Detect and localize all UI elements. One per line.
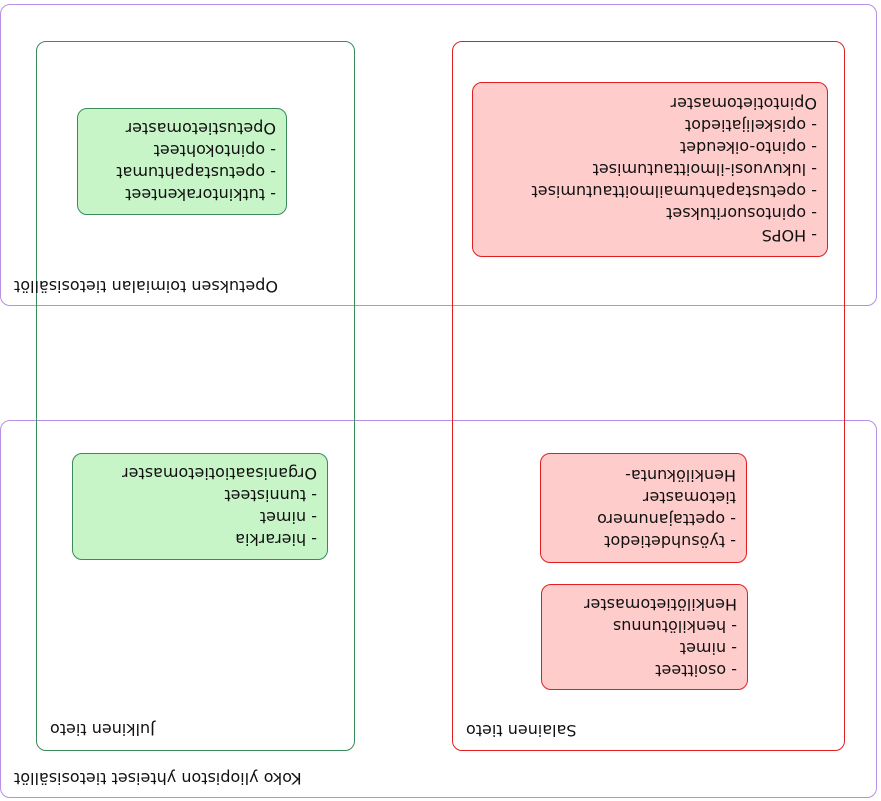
region-top-label: Opetuksen toimialan tietosisällöt: [14, 277, 278, 296]
card-item: - opetustapahtumat: [116, 163, 276, 183]
zone-secret-label: Salainen tieto: [466, 721, 577, 740]
card-henkilotietomaster: Henkilötietomaster - henkilötunnus - nim…: [541, 584, 748, 690]
card-item: - työsuhdetiedot: [604, 532, 736, 551]
card-item: - opintosuoritukset: [666, 204, 817, 224]
card-item: - opetustapahtumailmoittautumiset: [531, 182, 817, 202]
card-item: - tutkintorakenteet: [125, 185, 276, 205]
region-bottom: [0, 420, 877, 798]
card-title: Opintotietomaster: [670, 94, 817, 114]
card-henkilokuntatietomaster: Henkilökunta- tietomaster - opettajanume…: [540, 453, 747, 563]
card-item: - opettajanumero: [597, 510, 736, 529]
region-bottom-label: Koko yliopiston yhteiset tietosisällöt: [14, 769, 302, 788]
card-item: - opiskelijatiedot: [684, 116, 817, 136]
card-item: - nimet: [259, 508, 317, 528]
zone-public-label: Julkinen tieto: [50, 720, 155, 739]
zone-secret: [452, 41, 845, 751]
card-title: Henkilökunta-: [625, 466, 736, 485]
card-item: - opintokohteet: [153, 141, 276, 161]
card-item: - opinto-oikeudet: [679, 138, 817, 158]
card-item: - hierarkia: [235, 530, 317, 550]
card-title: Organisaatiotietomaster: [122, 464, 317, 484]
card-item: - tunnisteet: [224, 486, 317, 506]
card-item: - osoitteet: [655, 661, 737, 680]
card-title: Henkilötietomaster: [583, 595, 737, 614]
card-organisaatiotietomaster: Organisaatiotietomaster - tunnisteet - n…: [72, 453, 328, 560]
card-item: - HOPS: [761, 226, 817, 246]
card-item: - lukuvuosi-ilmoittautumiset: [592, 160, 817, 180]
card-item: - nimet: [679, 639, 737, 658]
card-opetustietomaster: Opetustietomaster - opintokohteet - opet…: [77, 108, 287, 215]
card-title: tietomaster: [642, 488, 736, 507]
card-opintotietomaster: Opintotietomaster - opiskelijatiedot - o…: [472, 82, 828, 257]
card-item: - henkilötunnus: [612, 617, 737, 636]
zone-public: [36, 41, 355, 751]
region-top: [0, 4, 877, 306]
card-title: Opetustietomaster: [125, 119, 276, 139]
